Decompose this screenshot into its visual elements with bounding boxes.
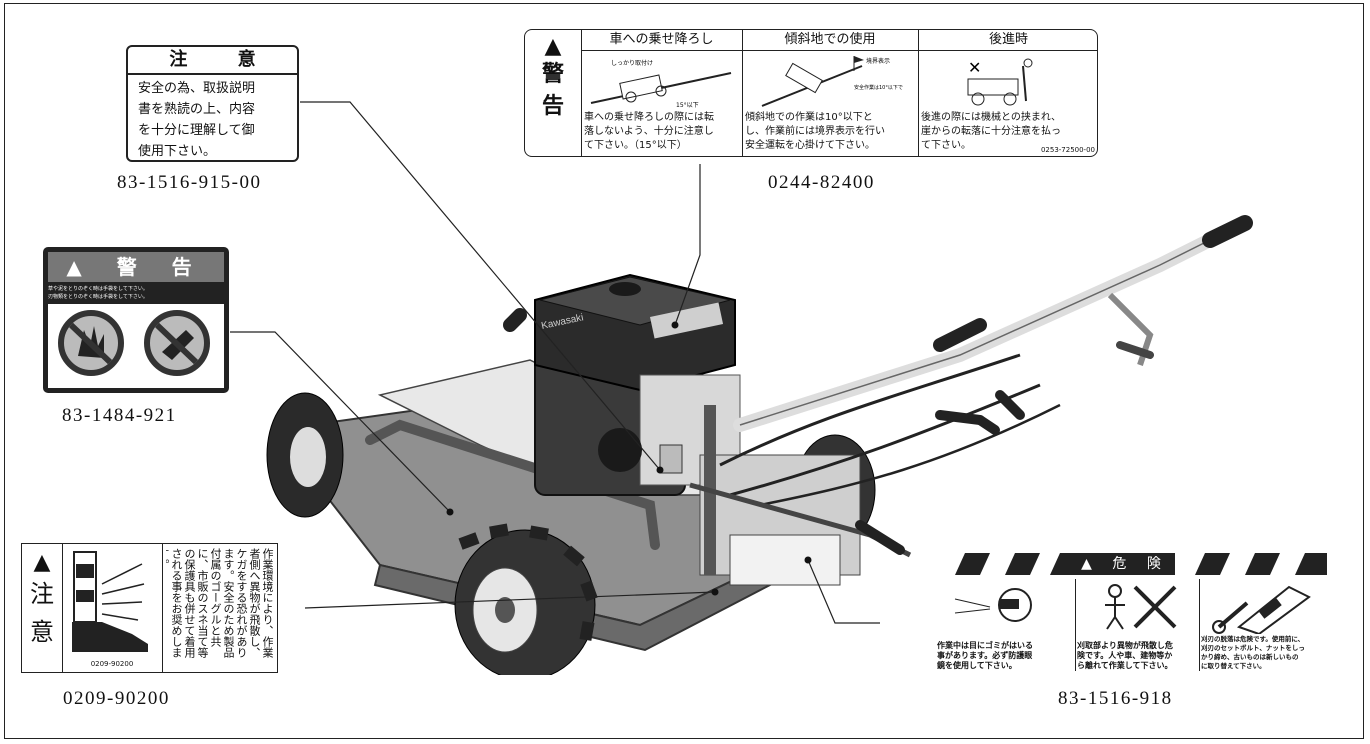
caution-line: を十分に理解して御 xyxy=(138,123,255,138)
warning-panel-loading: 車への乗せ降ろし しっかり取付け 15°以下 車への乗せ降ろしの際には転 落しな… xyxy=(581,30,743,156)
svg-text:✕: ✕ xyxy=(968,58,981,77)
hazard-stripe xyxy=(955,553,1327,575)
caution-triangle-icon: ▲ xyxy=(33,550,51,575)
warning-panel-reverse: 後進時 ✕ 後進の際には機械との挟まれ、 崖からの転落に十分注意を払っ て下さい… xyxy=(918,30,1097,156)
warning-char: 警 xyxy=(541,62,564,87)
part-number-danger: 83-1516-918 xyxy=(1058,688,1173,709)
danger-heading-text: 危 険 xyxy=(1112,556,1169,572)
warning-3panel-label: ▲ 警 告 車への乗せ降ろし しっかり取付け 15°以下 車への乗せ降ろしの際に… xyxy=(524,29,1098,157)
boot-icon: 0209-90200 xyxy=(62,544,163,672)
part-number-warning-glove: 83-1484-921 xyxy=(62,405,177,426)
danger-text-line: 鏡を使用して下さい。 xyxy=(937,661,1017,670)
danger-label: ▲ 危 険 作業中は目にゴミがはいる 事があります。必ず防護眼 鏡を使用して下さ… xyxy=(935,553,1327,674)
label-code: 0253-72500-00 xyxy=(1040,146,1095,154)
caution-heading: 注 意 xyxy=(128,47,297,75)
danger-text-line: かり締め、古いものは新しいもの xyxy=(1201,653,1299,661)
glove-heading: ▲ 警 告 xyxy=(48,252,224,282)
brush-cutter-illustration: Kawasaki xyxy=(266,215,1253,675)
caution-body: 安全の為、取扱説明 書を熟読の上、内容 を十分に理解して御 使用下さい。 xyxy=(128,75,297,162)
truck-ramp-icon: しっかり取付け 15°以下 xyxy=(581,51,742,111)
pictogram-text: 境界表示 xyxy=(866,57,890,65)
panel-line: 後進の際には機械との挟まれ、 xyxy=(921,112,1061,123)
danger-panel-blade: 刈刃の脱落は危険です。使用前に、 刈刃のセットボルト、ナットをしっ かり締め、古… xyxy=(1199,579,1327,671)
no-hand-icon xyxy=(58,310,124,376)
glove-sub-line: 刃物類をとりのぞく時は手袋をして下さい。 xyxy=(48,294,148,300)
danger-text-line: 刈取部より異物が飛散し危 xyxy=(1077,641,1173,650)
warning-panel-slope: 傾斜地での使用 境界表示 安全作業は10°以下で 傾斜地での作業は10°以下と … xyxy=(742,30,919,156)
caution-line: 使用下さい。 xyxy=(138,144,217,159)
panel-line: て下さい。（15°以下） xyxy=(584,140,687,151)
danger-panel-debris: 刈取部より異物が飛散し危 険です。人や車、建物等か ら離れて作業して下さい。 xyxy=(1075,579,1200,671)
warning-glove-label: ▲ 警 告 草や泥をとりのぞく時は手袋をして下さい。 刃物類をとりのぞく時は手袋… xyxy=(43,247,229,393)
danger-text-line: 刈刃の脱落は危険です。使用前に、 xyxy=(1201,635,1305,643)
danger-text-line: 険です。人や車、建物等か xyxy=(1077,651,1173,660)
glove-sub-line: 草や泥をとりのぞく時は手袋をして下さい。 xyxy=(48,286,148,292)
goggles-icon xyxy=(954,588,1032,622)
danger-text-line: 事があります。必ず防護眼 xyxy=(937,651,1033,660)
caution-char: 意 xyxy=(30,618,54,646)
reverse-hazard-icon: ✕ xyxy=(918,51,1097,111)
danger-text-line: に取り替えて下さい。 xyxy=(1201,662,1266,670)
warning-char: 告 xyxy=(541,94,564,119)
pictogram-text: しっかり取付け xyxy=(611,59,653,67)
glove-heading-text: 警 告 xyxy=(116,255,206,279)
no-bystanders-icon xyxy=(1105,584,1177,630)
part-number-caution: 83-1516-915-00 xyxy=(117,172,262,193)
panel-line: て下さい。 xyxy=(921,140,971,151)
panel-line: 落しないよう、十分に注意し xyxy=(584,126,714,137)
page-frame xyxy=(4,3,1364,739)
no-knife-icon xyxy=(144,310,210,376)
panel-title: 傾斜地での使用 xyxy=(742,30,918,51)
panel-line: 崖からの転落に十分注意を払っ xyxy=(921,126,1061,137)
caution-line: 安全の為、取扱説明 xyxy=(138,81,256,96)
panel-line: し、作業前には境界表示を行い xyxy=(745,126,885,137)
danger-text-line: ら離れて作業して下さい。 xyxy=(1077,661,1173,670)
label-code: 0209-90200 xyxy=(90,660,134,668)
panel-line: 傾斜地での作業は10°以下と xyxy=(745,112,873,123)
warning-triangle-icon: ▲ xyxy=(544,34,562,59)
caution-label: 注 意 安全の為、取扱説明 書を熟読の上、内容 を十分に理解して御 使用下さい。 xyxy=(126,45,299,162)
danger-panel-eyes: 作業中は目にゴミがはいる 事があります。必ず防護眼 鏡を使用して下さい。 xyxy=(935,579,1076,671)
part-number-warning-3panel: 0244-82400 xyxy=(768,172,875,193)
caution-boot-label: ▲ 注 意 0209-90200 作業環境により、作業者側へ異物が飛散し、ケガを… xyxy=(21,543,278,673)
glove-sub: 草や泥をとりのぞく時は手袋をして下さい。 刃物類をとりのぞく時は手袋をして下さい… xyxy=(48,285,224,301)
panel-title: 車への乗せ降ろし xyxy=(581,30,742,51)
caution-boot-text: 作業環境により、作業者側へ異物が飛散し、ケガをする恐れがあります。安全のため製品… xyxy=(166,548,274,658)
panel-line: 安全運転を心掛けて下さい。 xyxy=(745,140,875,151)
slope-icon: 境界表示 安全作業は10°以下で xyxy=(742,51,918,111)
danger-text-line: 作業中は目にゴミがはいる xyxy=(937,641,1033,650)
caution-line: 書を熟読の上、内容 xyxy=(138,102,256,117)
wrench-blade-icon xyxy=(1212,585,1311,636)
danger-heading: ▲ 危 険 xyxy=(1075,553,1175,575)
warning-side: ▲ 警 告 xyxy=(525,30,582,156)
panel-title: 後進時 xyxy=(918,30,1097,51)
part-number-caution-boot: 0209-90200 xyxy=(63,688,170,709)
panel-line: 車への乗せ降ろしの際には転 xyxy=(584,112,714,123)
pictogram-text: 15°以下 xyxy=(676,102,699,109)
caution-char: 注 xyxy=(30,580,54,608)
danger-text-line: 刈刃のセットボルト、ナットをしっ xyxy=(1201,644,1305,652)
pictogram-text: 安全作業は10°以下で xyxy=(854,84,903,91)
